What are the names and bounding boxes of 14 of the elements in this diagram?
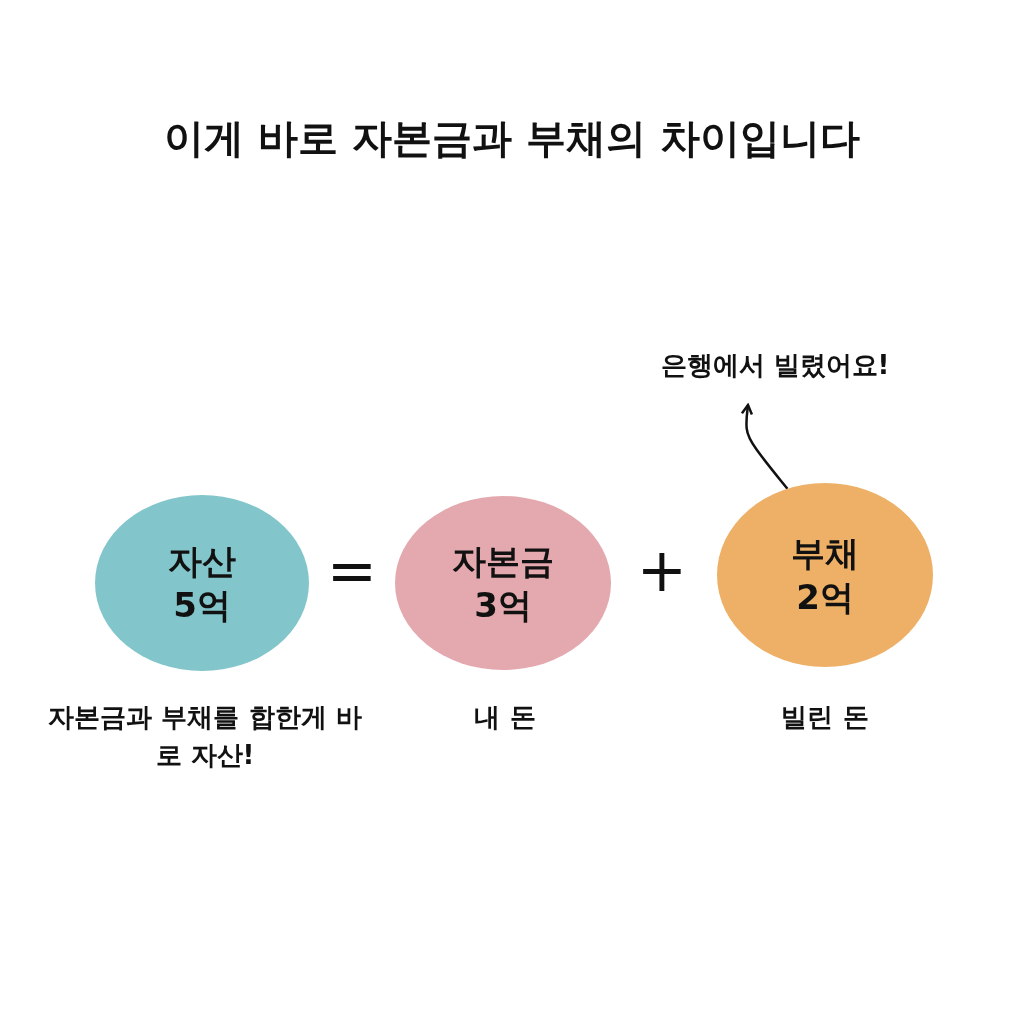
- caption-text: 자본금과 부채를 합한게 바로 자산!: [47, 701, 363, 772]
- node-heading: 부채: [791, 532, 859, 575]
- caption-text: 빌린 돈: [780, 701, 870, 734]
- node-value: 2억: [796, 576, 854, 619]
- arrow: [740, 403, 789, 490]
- node-value: 3억: [474, 584, 532, 627]
- title: 이게 바로 자본금과 부채의 차이입니다: [163, 114, 861, 163]
- node-heading: 자산: [168, 540, 236, 583]
- operator-symbol: +: [635, 540, 689, 600]
- operator-symbol: =: [325, 540, 379, 600]
- node-heading: 자본금: [452, 540, 554, 583]
- node-value: 5억: [173, 584, 231, 627]
- caption-text: 내 돈: [473, 701, 537, 734]
- note-text: 은행에서 빌렸어요!: [660, 349, 890, 382]
